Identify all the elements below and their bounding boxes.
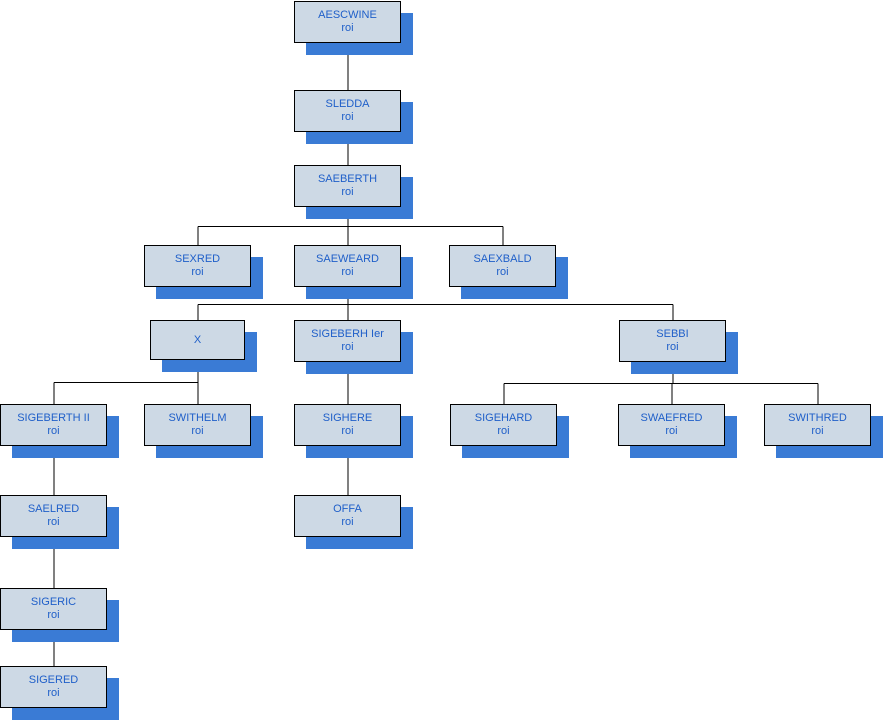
node-title: roi (191, 266, 204, 278)
node-title: roi (47, 425, 60, 437)
node-title: roi (665, 425, 678, 437)
node-name: SAEXBALD (473, 253, 532, 265)
node-name: SWITHELM (168, 412, 227, 424)
node-name: SEBBI (656, 328, 689, 340)
node-name: SLEDDA (325, 98, 370, 110)
node-title: roi (341, 425, 354, 437)
node-name: SIGEHARD (474, 412, 533, 424)
node-title: roi (496, 266, 509, 278)
node-title: roi (191, 425, 204, 437)
node-name: SIGERED (28, 674, 79, 686)
node-title: roi (341, 186, 354, 198)
node-title: roi (341, 22, 354, 34)
node-name: SWITHRED (788, 412, 847, 424)
node-title: roi (666, 341, 679, 353)
node-title: roi (497, 425, 510, 437)
node-title: roi (47, 609, 60, 621)
node-title: roi (341, 341, 354, 353)
node-title: roi (47, 516, 60, 528)
node-name: SIGERIC (30, 596, 77, 608)
node-name: SIGEBERH Ier (311, 328, 384, 340)
node-name: SIGHERE (322, 412, 373, 424)
node-name: SAELRED (27, 503, 80, 515)
node-name: X (193, 333, 202, 346)
node-title: roi (341, 111, 354, 123)
node-title: roi (341, 516, 354, 528)
node-name: SIGEBERTH II (17, 412, 90, 424)
node-name: AESCWINE (318, 9, 377, 21)
node-name: SEXRED (174, 253, 221, 265)
node-title: roi (811, 425, 824, 437)
node-x[interactable]: X (150, 320, 245, 360)
node-name: OFFA (333, 503, 362, 515)
node-title: roi (341, 266, 354, 278)
node-name: SAEWEARD (316, 253, 379, 265)
node-title: roi (47, 687, 60, 699)
node-name: SAEBERTH (317, 173, 378, 185)
node-name: SWAEFRED (640, 412, 703, 424)
